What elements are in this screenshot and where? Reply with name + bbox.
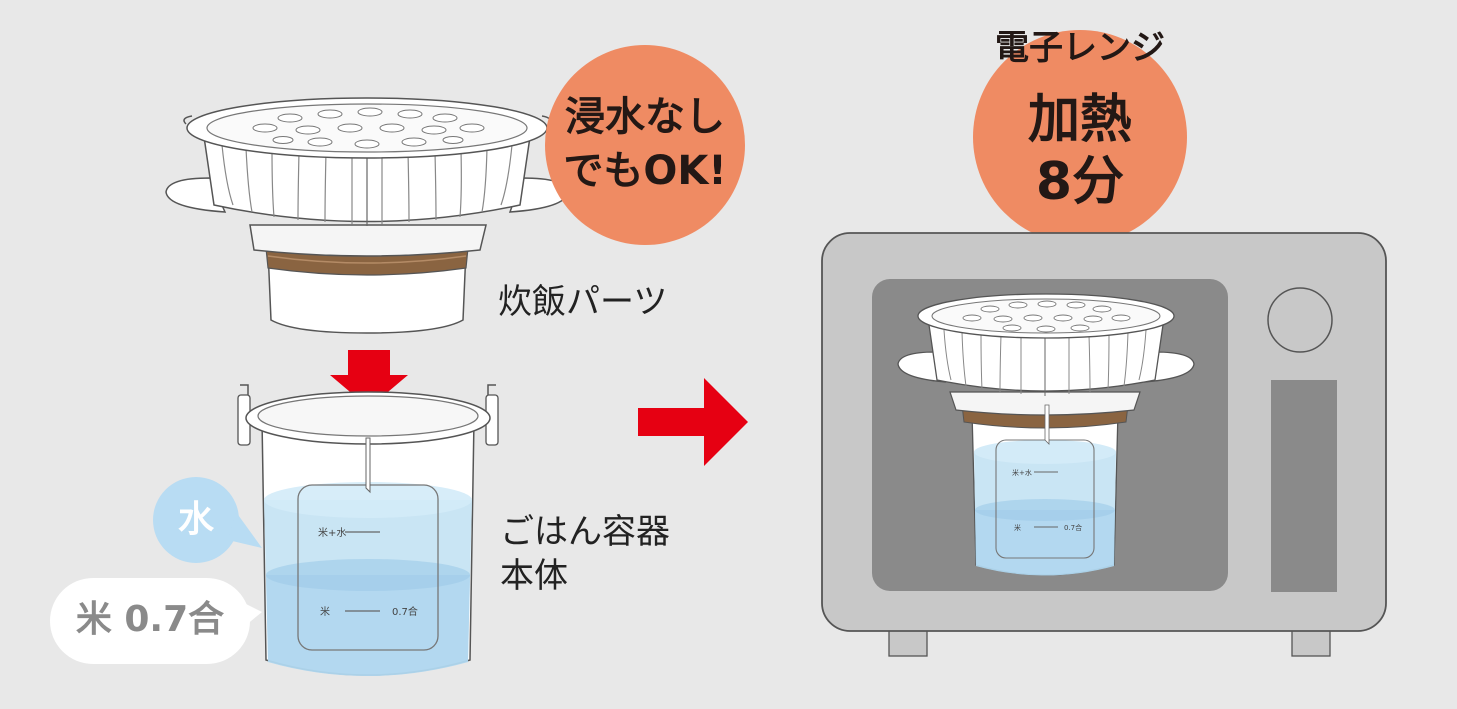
microwave-illustration	[821, 232, 1387, 657]
no-soak-callout: 浸水なし でもOK!	[555, 90, 735, 198]
no-soak-line-1: 浸水なし	[565, 94, 725, 140]
rice-container-label-line-2: 本体	[500, 556, 568, 596]
microwave-callout-line2: 8分	[1035, 152, 1125, 212]
down-arrow	[330, 350, 408, 408]
rice-bubble-label: 米 0.7合	[75, 599, 225, 640]
water-bubble	[153, 477, 262, 563]
rice-container-label-line-1: ごはん容器	[500, 512, 670, 552]
right-arrow	[638, 378, 748, 466]
cooking-part-label: 炊飯パーツ	[498, 282, 668, 322]
mw-scale-water-line-label: 米+水	[1012, 468, 1032, 477]
microwave-callout-line1: 加熱	[1027, 90, 1132, 150]
mw-scale-rice-amount-label: 0.7合	[1064, 523, 1082, 532]
microwave-callout-circle	[973, 30, 1187, 244]
no-soak-line-2: でもOK!	[563, 148, 727, 194]
cooking-part-illustration	[165, 97, 569, 334]
scale-rice-amount-label: 0.7合	[392, 605, 418, 618]
rice-container-illustration	[237, 384, 499, 676]
microwave-callout-top: 電子レンジ	[995, 28, 1165, 68]
water-bubble-label: 水	[177, 499, 214, 540]
no-soak-callout-circle	[545, 45, 745, 245]
mw-scale-rice-line-label: 米	[1014, 523, 1021, 532]
rice-container-label: ごはん容器 本体	[500, 510, 670, 598]
rice-bubble	[50, 578, 262, 664]
scale-rice-line-label: 米	[320, 605, 330, 618]
scale-water-line-label: 米+水	[318, 526, 346, 539]
